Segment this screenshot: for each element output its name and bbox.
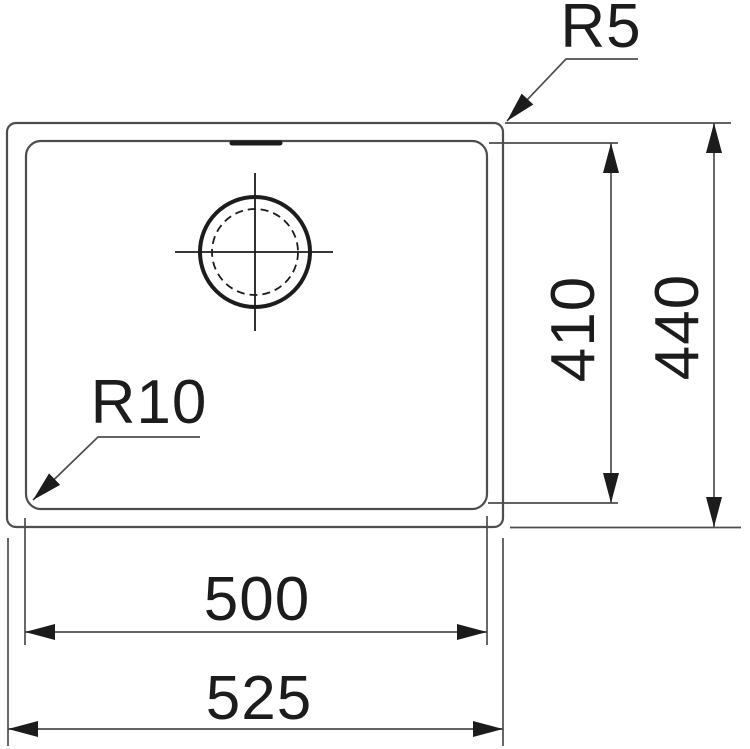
dimension-bowl-width: 500: [24, 516, 488, 645]
dimension-bowl-height: 410: [488, 142, 619, 504]
arrowhead-right-icon: [457, 624, 487, 640]
callout-outer-corner-radius: R5: [506, 0, 641, 122]
dimension-label-bowl-width: 500: [204, 565, 310, 634]
leader-line: [32, 436, 200, 501]
drain-assembly: [175, 173, 333, 331]
dimension-label-outer-width: 525: [206, 664, 312, 733]
dimension-outer-width: 525: [7, 538, 504, 746]
radius-label-outer: R5: [560, 0, 641, 61]
arrowhead-right-icon: [473, 721, 503, 737]
dimension-label-outer-height: 440: [643, 274, 712, 380]
arrowhead-leader-icon: [33, 473, 61, 500]
arrowhead-leader-icon: [507, 93, 534, 121]
drain-outer-circle: [198, 195, 312, 309]
arrowhead-up-icon: [706, 123, 722, 153]
arrowhead-left-icon: [8, 721, 38, 737]
dimension-label-bowl-height: 410: [539, 276, 608, 382]
sink-outer-edge: [5, 121, 505, 529]
dimension-outer-height: 440: [505, 122, 741, 529]
arrowhead-down-icon: [706, 497, 722, 527]
drain-inner-circle: [211, 208, 299, 296]
arrowhead-down-icon: [603, 473, 619, 503]
sink-body: [5, 121, 505, 529]
arrowhead-up-icon: [603, 143, 619, 173]
leader-line: [506, 58, 638, 122]
callout-bowl-corner-radius: R10: [32, 368, 208, 501]
radius-label-bowl: R10: [91, 368, 208, 437]
arrowhead-left-icon: [25, 624, 55, 640]
